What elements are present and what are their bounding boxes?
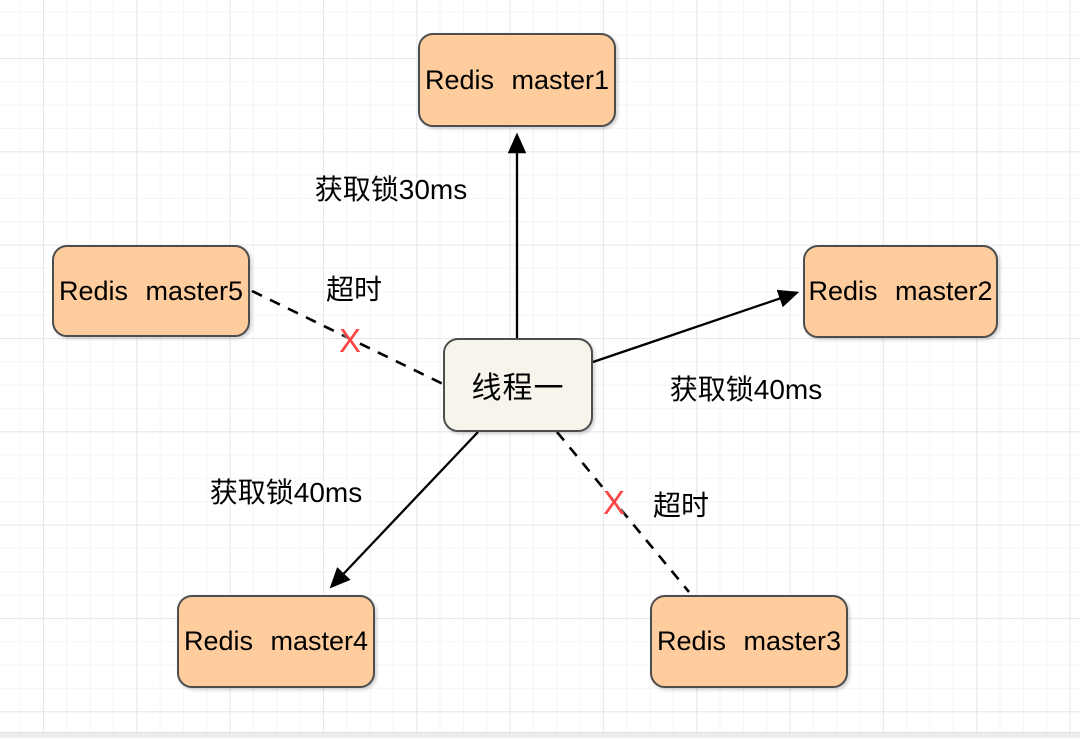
node-redis-master3-label: Redis master3 xyxy=(656,626,842,656)
timeout-x-mark-left: X xyxy=(338,322,362,359)
node-redis-master2: Redis master2 xyxy=(803,245,998,338)
node-thread-1: 线程一 xyxy=(443,338,593,432)
edge-label-acquire-lock-40ms-left: 获取锁40ms xyxy=(209,477,363,508)
edge-label-acquire-lock-30ms: 获取锁30ms xyxy=(314,174,468,205)
node-redis-master2-label: Redis master2 xyxy=(808,276,993,306)
node-redis-master5: Redis master5 xyxy=(52,245,250,337)
node-redis-master3: Redis master3 xyxy=(650,595,848,688)
edge-label-timeout-left: 超时 xyxy=(325,274,383,305)
node-redis-master4-label: Redis master4 xyxy=(183,626,369,656)
timeout-x-mark-right: X xyxy=(602,484,626,521)
node-redis-master1-label: Redis master1 xyxy=(424,64,610,95)
node-redis-master1: Redis master1 xyxy=(418,33,616,127)
node-redis-master4: Redis master4 xyxy=(177,595,375,688)
node-thread-1-label: 线程一 xyxy=(471,372,565,405)
canvas-bottom-edge xyxy=(0,732,1080,738)
edge-thread-to-master2 xyxy=(592,289,800,364)
edge-label-timeout-right: 超时 xyxy=(652,490,710,521)
node-redis-master5-label: Redis master5 xyxy=(58,275,244,306)
edge-label-acquire-lock-40ms-right: 获取锁40ms xyxy=(669,374,823,405)
